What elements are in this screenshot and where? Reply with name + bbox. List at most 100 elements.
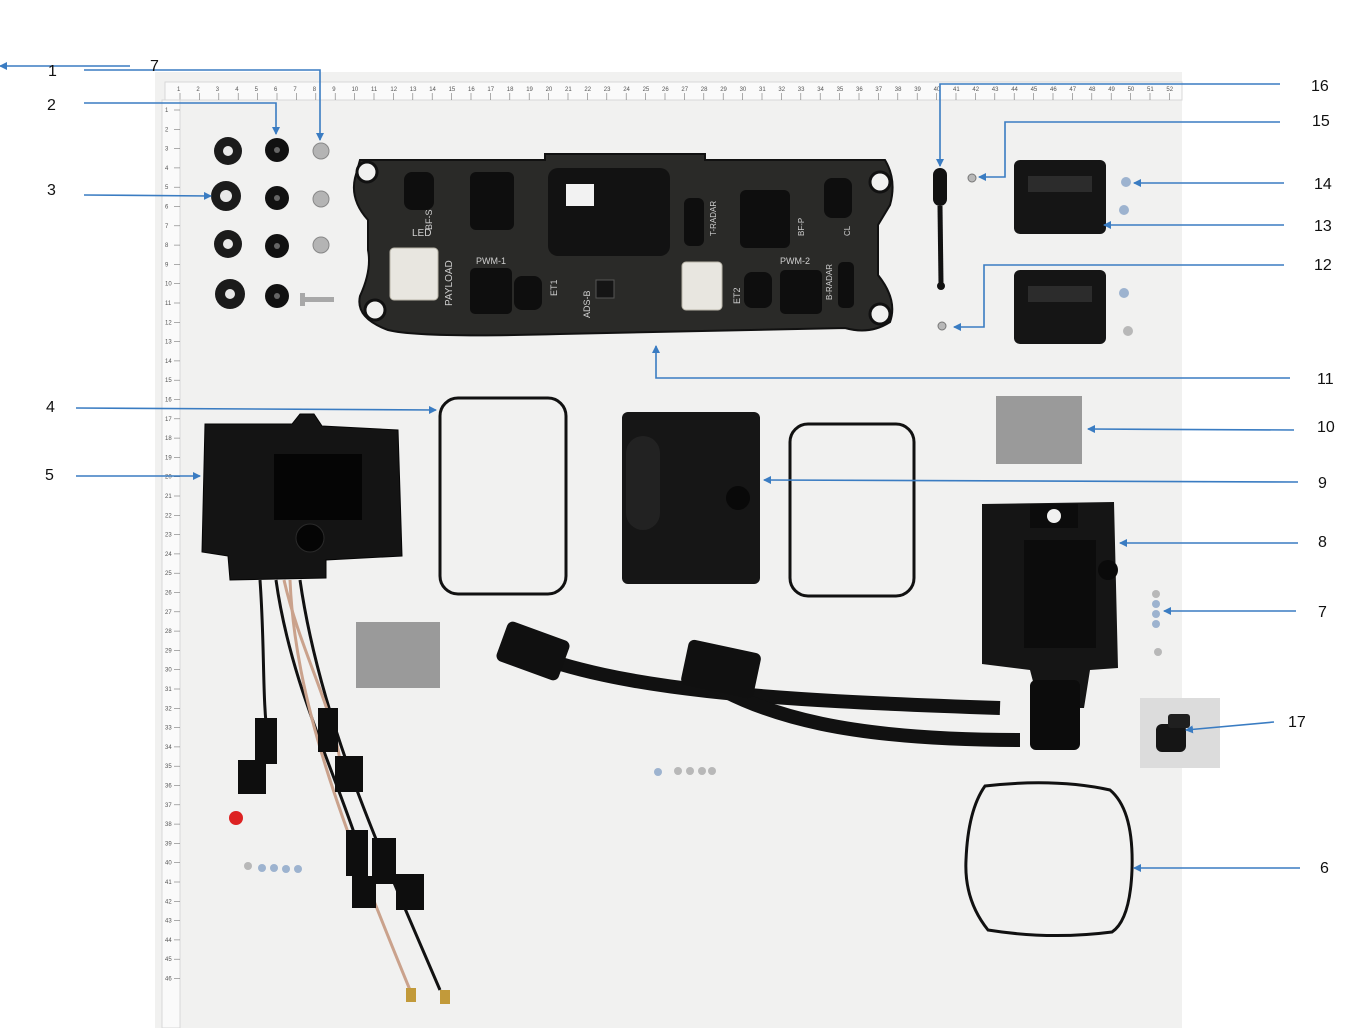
left-ruler-number: 24 [165, 552, 172, 558]
top-ruler-number: 16 [468, 87, 475, 93]
left-ruler-number: 30 [165, 668, 172, 674]
left-ruler-number: 35 [165, 764, 172, 770]
callout-9: 9 [1318, 475, 1327, 492]
top-ruler-number: 31 [759, 87, 766, 93]
callout-10: 10 [1317, 419, 1335, 436]
left-ruler-number: 7 [165, 224, 169, 230]
board-label-t-radar: T-RADAR [709, 201, 718, 236]
top-ruler-number: 6 [274, 87, 278, 93]
board-label-payload: PAYLOAD [444, 260, 455, 306]
top-ruler-number: 8 [313, 87, 317, 93]
top-ruler-number: 35 [837, 87, 844, 93]
top-ruler-number: 48 [1089, 87, 1096, 93]
left-ruler-number: 41 [165, 880, 172, 886]
top-ruler-number: 32 [778, 87, 785, 93]
damper-rings [211, 137, 245, 309]
top-ruler-number: 34 [817, 87, 824, 93]
callout-leader-lines [0, 62, 1300, 872]
left-ruler-number: 11 [165, 301, 172, 307]
top-ruler-number: 38 [895, 87, 902, 93]
callout-16: 16 [1311, 78, 1329, 95]
top-ruler-number: 44 [1011, 87, 1018, 93]
callout-numbers: 1 7 2 3 4 5 6 7 8 9 10 11 12 13 14 15 16… [45, 58, 1335, 877]
top-ruler-number: 20 [546, 87, 553, 93]
leader-15 [978, 121, 1280, 181]
callout-4: 4 [46, 399, 55, 416]
left-ruler-number: 38 [165, 822, 172, 828]
left-ruler-number: 36 [165, 784, 172, 790]
top-ruler-number: 52 [1166, 87, 1173, 93]
leader-4 [75, 405, 437, 414]
callout-7-bottom: 7 [1318, 604, 1327, 621]
top-ruler-number: 47 [1069, 87, 1076, 93]
top-ruler-number: 26 [662, 87, 669, 93]
left-ruler-number: 10 [165, 282, 172, 288]
top-ruler-number: 49 [1108, 87, 1115, 93]
top-ruler-number: 21 [565, 87, 572, 93]
left-ruler-number: 43 [165, 919, 172, 925]
top-ruler-number: 15 [449, 87, 456, 93]
top-ruler-number: 39 [914, 87, 921, 93]
left-ruler-number: 28 [165, 629, 172, 635]
left-ruler-number: 21 [165, 494, 172, 500]
left-ruler-number: 42 [165, 899, 172, 905]
top-ruler-number: 25 [643, 87, 650, 93]
top-ruler-number: 43 [992, 87, 999, 93]
board-label-pwm1: PWM-1 [476, 256, 506, 266]
left-ruler-number: 29 [165, 648, 172, 654]
top-ruler-number: 28 [701, 87, 708, 93]
thermal-pad-right [996, 396, 1082, 464]
top-ruler-number: 27 [681, 87, 688, 93]
left-ruler-number: 27 [165, 610, 172, 616]
left-ruler-number: 22 [165, 513, 172, 519]
callout-1: 1 [48, 63, 57, 80]
left-ruler-number: 26 [165, 591, 172, 597]
top-ruler-number: 46 [1050, 87, 1057, 93]
top-ruler-number: 40 [934, 87, 941, 93]
callout-11: 11 [1317, 371, 1334, 388]
top-ruler-number: 4 [235, 87, 239, 93]
left-ruler-number: 39 [165, 841, 172, 847]
callout-15: 15 [1312, 113, 1330, 130]
callout-7-top: 7 [150, 58, 159, 75]
callout-3: 3 [47, 182, 56, 199]
left-ruler-number: 3 [165, 147, 169, 153]
left-ruler-number: 5 [165, 185, 169, 191]
top-ruler-number: 11 [371, 87, 378, 93]
top-ruler-number: 1 [177, 87, 181, 93]
top-ruler-number: 36 [856, 87, 863, 93]
callout-17: 17 [1288, 714, 1306, 731]
left-ruler-number: 9 [165, 262, 169, 268]
strap-clip [933, 168, 947, 290]
board-label-et2: ET2 [732, 287, 742, 304]
leader-9 [763, 476, 1299, 485]
board-label-ads-b: ADS-B [582, 290, 592, 318]
callout-12: 12 [1314, 257, 1332, 274]
top-ruler-number: 41 [953, 87, 960, 93]
controller-housing [201, 413, 450, 1004]
left-ruler-number: 44 [165, 938, 172, 944]
top-ruler-number: 22 [584, 87, 591, 93]
left-ruler-number: 17 [165, 417, 172, 423]
top-ruler-number: 42 [972, 87, 979, 93]
top-ruler-number: 51 [1147, 87, 1154, 93]
left-ruler-number: 18 [165, 436, 172, 442]
left-ruler-number: 15 [165, 378, 172, 384]
left-ruler-number: 19 [165, 455, 172, 461]
callout-14: 14 [1314, 176, 1332, 193]
left-ruler: 1234567891011121314151617181920212223242… [161, 99, 181, 1028]
top-ruler-number: 23 [604, 87, 611, 93]
left-ruler-number: 12 [165, 320, 172, 326]
top-ruler-number: 37 [875, 87, 882, 93]
left-ruler-number: 45 [165, 957, 172, 963]
left-ruler-number: 33 [165, 726, 172, 732]
leader-7-top [84, 69, 324, 141]
thermal-pad-left [356, 622, 440, 688]
left-ruler-number: 14 [165, 359, 172, 365]
top-ruler-number: 18 [507, 87, 514, 93]
cover-plate-9 [622, 412, 760, 584]
seal-gasket-6 [964, 781, 1134, 938]
main-circuit-board: LED BF-S PAYLOAD PWM-1 ET1 ADS-B ET2 PWM… [352, 153, 894, 337]
